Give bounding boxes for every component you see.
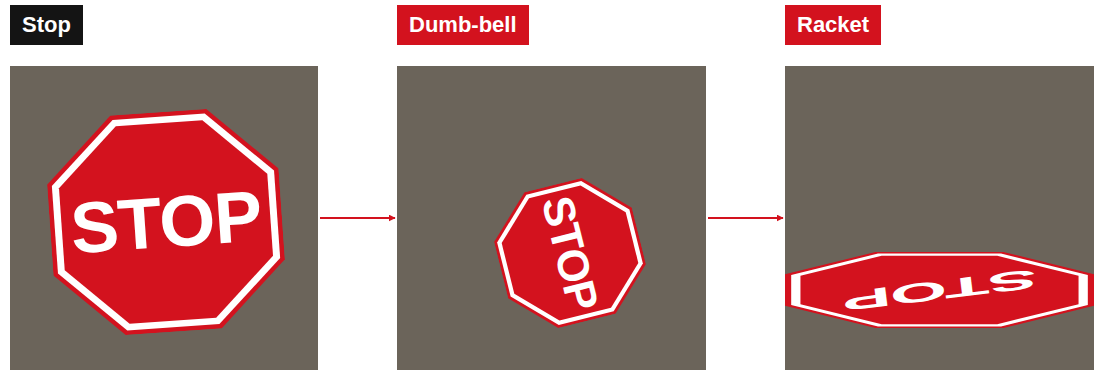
class-label: Stop [10, 5, 83, 45]
sign-rim [785, 252, 1094, 328]
class-label: Racket [785, 5, 881, 45]
sign-border [48, 109, 285, 335]
stop-sign: STOP [43, 104, 290, 340]
sign-border [791, 254, 1088, 327]
stop-sign: STOP [785, 252, 1094, 328]
flow-arrow [320, 217, 395, 219]
sign-text: STOP [68, 174, 264, 269]
sign-face [493, 176, 647, 329]
stop-sign: STOP [484, 168, 656, 338]
image-panel: RacketSTOP [785, 66, 1094, 370]
sign-rim [43, 104, 290, 340]
sign-border [488, 171, 653, 334]
class-label: Dumb-bell [397, 5, 529, 45]
sign-face [800, 256, 1078, 324]
image-panel: StopSTOP [10, 66, 318, 370]
image-panel: Dumb-bellSTOP [397, 66, 706, 370]
sign-rim [484, 168, 656, 338]
sign-face [55, 116, 277, 328]
flow-arrow [708, 217, 783, 219]
